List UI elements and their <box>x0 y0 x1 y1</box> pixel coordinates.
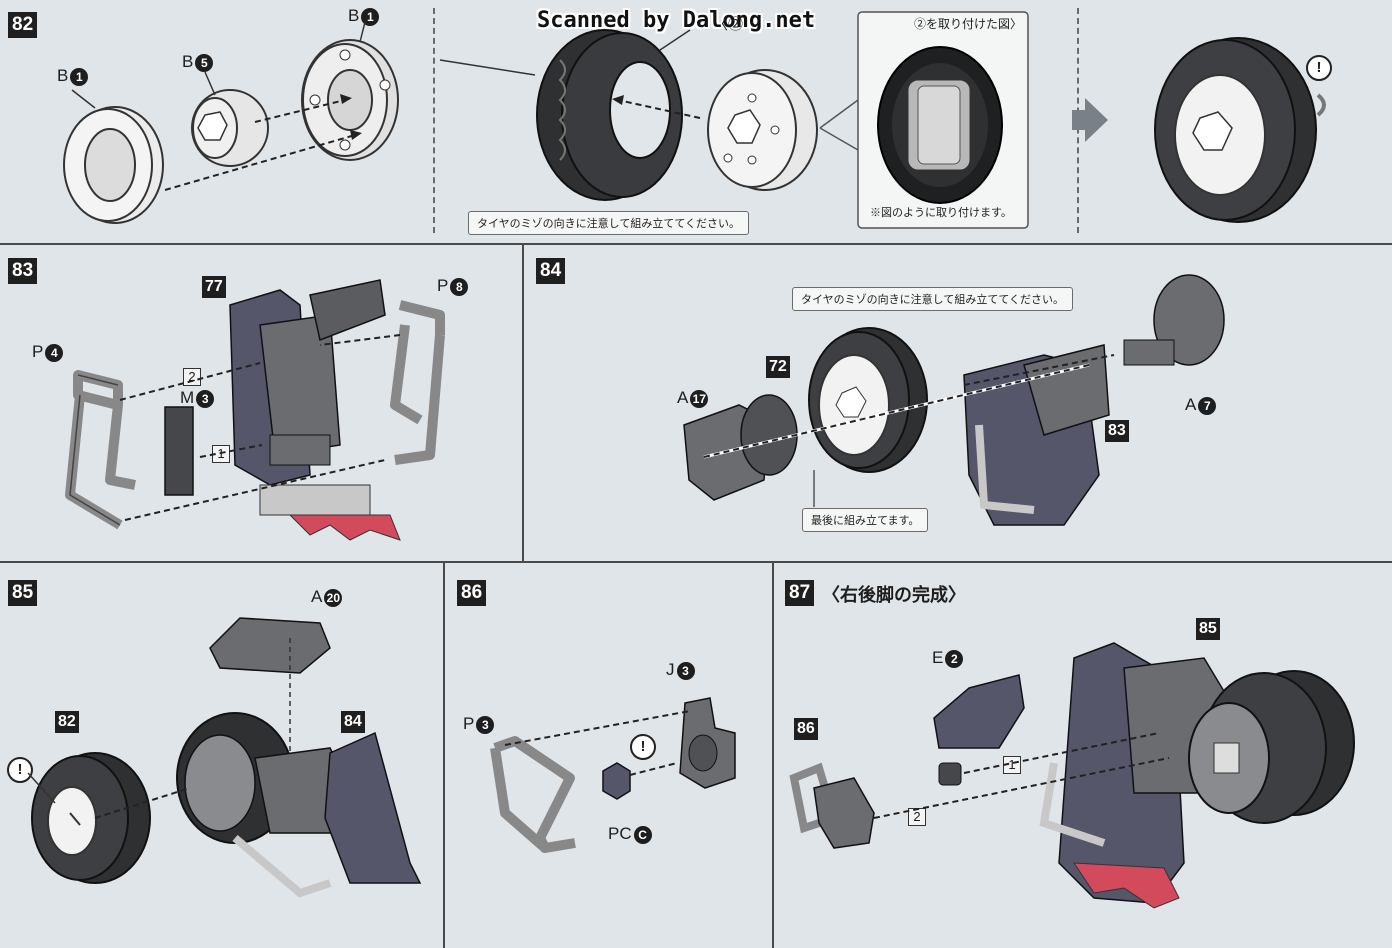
part-letter: A <box>1185 395 1197 414</box>
part-letter: A <box>311 587 323 606</box>
part-number-badge: 5 <box>195 53 214 72</box>
step87-illustration <box>789 642 1355 909</box>
part-number-badge: 2 <box>945 649 964 668</box>
part-letter: E <box>932 648 944 667</box>
part-letter: M <box>180 388 195 407</box>
part-number-badge: 3 <box>676 661 695 680</box>
step84-illustration <box>683 274 1225 526</box>
part-letter: J <box>666 660 675 679</box>
part-letter: B <box>348 6 360 25</box>
part-letter: B <box>182 52 194 71</box>
dashed-divider-82a <box>433 8 435 233</box>
hub-part-b5 <box>191 71 269 167</box>
ref-84: 84 <box>341 711 365 733</box>
ref-77: 77 <box>202 276 226 298</box>
ring-part-b1 <box>63 89 164 224</box>
step-number-87: 87 <box>785 580 815 606</box>
part-number-badge: 17 <box>690 389 709 408</box>
step83-illustration <box>65 279 445 541</box>
part-number-badge: 7 <box>1198 396 1217 415</box>
callout-tire-figure <box>877 46 1003 204</box>
divider-83-84 <box>522 243 524 563</box>
step-number-86: 86 <box>457 580 487 606</box>
part-number-badge: 8 <box>450 277 469 296</box>
callout-partial-label: 〈② <box>713 16 744 33</box>
step85-illustration <box>27 617 422 898</box>
tire-part <box>439 29 691 201</box>
wheel-hub-part <box>707 69 818 191</box>
warning-icon-85: ! <box>7 757 33 783</box>
part-number-badge: 3 <box>476 715 495 734</box>
callout-top-label: ②を取り付けた図〉 <box>914 17 1023 31</box>
step-number-84: 84 <box>536 258 566 284</box>
order-2-83: 2 <box>183 368 201 386</box>
note-tire-82: タイヤのミゾの向きに注意して組み立ててください。 <box>468 211 750 235</box>
wheel-part-b1 <box>301 21 399 161</box>
note-last-84: 最後に組み立てます。 <box>802 508 929 532</box>
part-letter: P <box>32 342 44 361</box>
order-1-87: 1 <box>1003 756 1021 774</box>
order-2-87: 2 <box>908 808 926 826</box>
part-letter: A <box>677 388 689 407</box>
step-number-85: 85 <box>8 580 38 606</box>
divider-row2 <box>0 561 1392 563</box>
step-title-87: 〈右後脚の完成〉 <box>822 585 966 605</box>
step-number-83: 83 <box>8 258 38 284</box>
step-number-82: 82 <box>8 12 38 38</box>
divider-row1 <box>0 243 1392 245</box>
part-number-badge: C <box>633 825 652 844</box>
part-letter: P <box>437 276 449 295</box>
divider-86-87 <box>772 561 774 948</box>
part-number-badge: 20 <box>324 588 343 607</box>
finished-wheel <box>1154 37 1326 223</box>
watermark-text: Scanned by Dalong.net <box>537 8 816 33</box>
note-tire-84: タイヤのミゾの向きに注意して組み立ててください。 <box>792 287 1074 311</box>
warning-icon-86: ! <box>630 734 656 760</box>
ref-85: 85 <box>1196 618 1220 640</box>
warning-icon-82: ! <box>1306 55 1332 81</box>
ref-82: 82 <box>55 711 79 733</box>
step82-illustration <box>63 11 1326 229</box>
part-letter: PC <box>608 824 632 843</box>
divider-85-86 <box>443 561 445 948</box>
note-figure-82: ※図のように取り付けます。 <box>870 207 1012 219</box>
part-letter: P <box>463 714 475 733</box>
step86-illustration <box>490 697 736 853</box>
ref-86: 86 <box>794 718 818 740</box>
part-number-badge: 1 <box>361 7 380 26</box>
part-number-badge: 3 <box>196 389 215 408</box>
part-letter: B <box>57 66 69 85</box>
ref-72: 72 <box>766 356 790 378</box>
part-number-badge: 1 <box>70 67 89 86</box>
part-number-badge: 4 <box>45 343 64 362</box>
ref-83-in-84: 83 <box>1105 420 1129 442</box>
